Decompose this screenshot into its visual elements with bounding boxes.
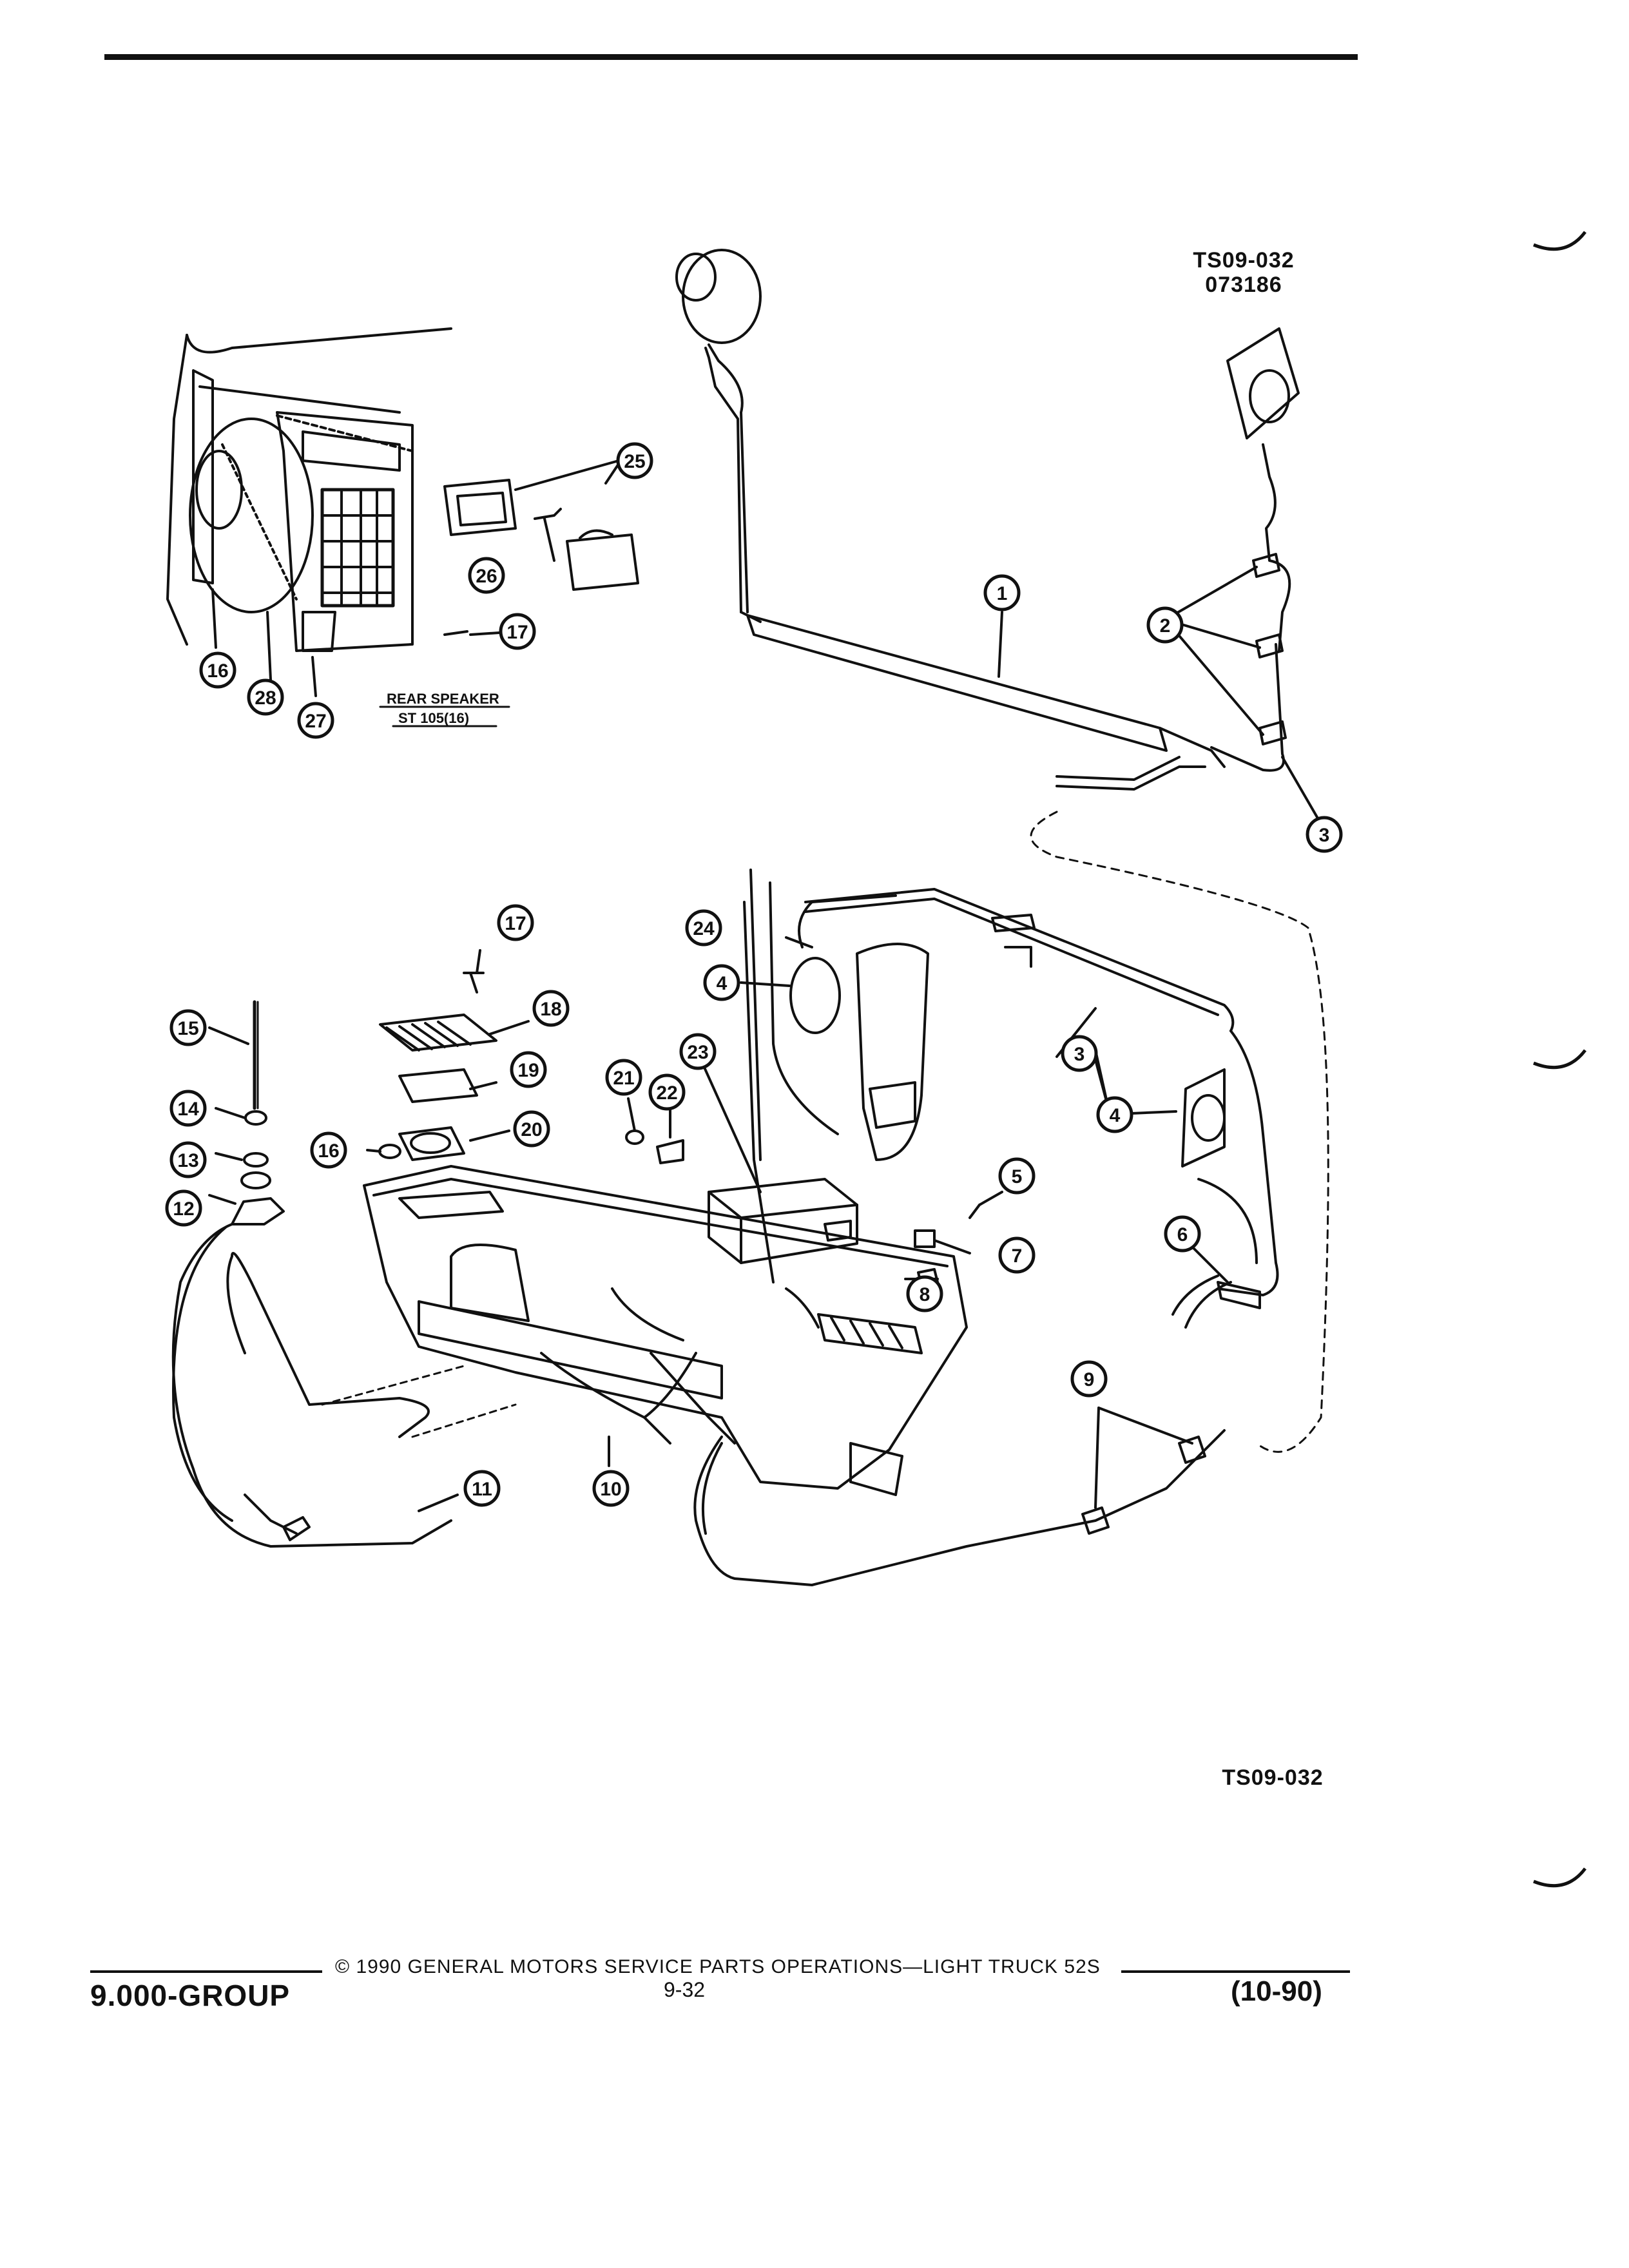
callout-23: 23 bbox=[679, 1033, 717, 1070]
callout-28: 28 bbox=[247, 678, 284, 716]
callout-18: 18 bbox=[532, 990, 570, 1027]
callout-15: 15 bbox=[169, 1009, 207, 1046]
svg-text:4: 4 bbox=[1110, 1105, 1121, 1126]
callout-11: 11 bbox=[463, 1470, 501, 1507]
callout-24: 24 bbox=[685, 909, 722, 947]
svg-text:23: 23 bbox=[687, 1042, 708, 1063]
svg-text:10: 10 bbox=[600, 1479, 621, 1500]
svg-text:16: 16 bbox=[207, 660, 228, 682]
svg-text:7: 7 bbox=[1012, 1245, 1023, 1267]
figure-reference-bottom: TS09-032 bbox=[1222, 1765, 1324, 1790]
callout-25: 25 bbox=[616, 442, 653, 479]
callout-27: 27 bbox=[297, 702, 334, 739]
callout-16: 16 bbox=[199, 651, 236, 689]
svg-text:21: 21 bbox=[613, 1068, 634, 1089]
binder-marks bbox=[1533, 231, 1586, 1888]
callout-4: 4 bbox=[703, 964, 740, 1001]
svg-text:19: 19 bbox=[517, 1060, 539, 1081]
roof-harness bbox=[675, 249, 1329, 1453]
svg-text:3: 3 bbox=[1074, 1044, 1085, 1065]
svg-text:26: 26 bbox=[476, 566, 497, 587]
svg-text:16: 16 bbox=[318, 1140, 339, 1162]
footer-date: (10-90) bbox=[1231, 1975, 1322, 2007]
callout-20: 20 bbox=[513, 1110, 550, 1148]
callout-5: 5 bbox=[998, 1157, 1036, 1195]
callout-1: 1 bbox=[983, 574, 1021, 611]
figure-reference-top: TS09-032 073186 bbox=[1166, 248, 1321, 297]
callout-19: 19 bbox=[510, 1051, 547, 1088]
svg-text:6: 6 bbox=[1177, 1224, 1188, 1245]
svg-text:4: 4 bbox=[717, 973, 728, 994]
svg-text:8: 8 bbox=[920, 1284, 930, 1305]
svg-text:25: 25 bbox=[624, 451, 645, 472]
callout-markers: 1 2 3 3 4 4 5 6 7 8 9 10 11 12 13 14 15 … bbox=[165, 442, 1343, 1507]
svg-text:5: 5 bbox=[1012, 1166, 1023, 1187]
svg-text:2: 2 bbox=[1160, 615, 1171, 637]
svg-text:9: 9 bbox=[1084, 1369, 1095, 1390]
svg-text:18: 18 bbox=[540, 999, 561, 1020]
svg-text:28: 28 bbox=[255, 687, 276, 709]
top-rule bbox=[104, 54, 1358, 60]
antenna-assembly bbox=[171, 1000, 517, 1548]
svg-text:1: 1 bbox=[997, 583, 1008, 604]
callout-10: 10 bbox=[592, 1470, 630, 1507]
svg-text:20: 20 bbox=[521, 1119, 542, 1140]
footer-copyright: © 1990 GENERAL MOTORS SERVICE PARTS OPER… bbox=[335, 1956, 1101, 1977]
callout-22: 22 bbox=[648, 1073, 686, 1111]
svg-text:14: 14 bbox=[177, 1099, 199, 1120]
callout-2: 2 bbox=[1146, 606, 1184, 644]
footer-rule-left bbox=[90, 1970, 322, 1973]
svg-text:13: 13 bbox=[177, 1150, 198, 1171]
svg-text:12: 12 bbox=[173, 1198, 194, 1220]
callout-16: 16 bbox=[310, 1131, 347, 1169]
svg-text:17: 17 bbox=[505, 913, 526, 934]
callout-12: 12 bbox=[165, 1189, 202, 1227]
rear-speaker-title: REAR SPEAKER bbox=[387, 691, 499, 707]
svg-text:22: 22 bbox=[656, 1082, 677, 1104]
svg-text:17: 17 bbox=[506, 622, 528, 643]
lower-harness bbox=[693, 1407, 1226, 1586]
figure-code: TS09-032 bbox=[1193, 248, 1295, 273]
callout-17: 17 bbox=[497, 904, 534, 941]
callout-6: 6 bbox=[1164, 1215, 1201, 1253]
callout-26: 26 bbox=[468, 557, 505, 594]
callout-17: 17 bbox=[499, 613, 536, 650]
svg-text:27: 27 bbox=[305, 711, 326, 732]
svg-text:24: 24 bbox=[693, 918, 715, 939]
svg-text:15: 15 bbox=[177, 1018, 198, 1039]
door-speaker-harness bbox=[740, 869, 1279, 1329]
callout-9: 9 bbox=[1070, 1360, 1108, 1398]
callout-3: 3 bbox=[1306, 816, 1343, 853]
instrument-panel bbox=[363, 949, 1003, 1496]
callout-7: 7 bbox=[998, 1236, 1036, 1274]
figure-number: 073186 bbox=[1205, 273, 1282, 297]
footer-group: 9.000-GROUP bbox=[90, 1979, 291, 2012]
callout-4: 4 bbox=[1096, 1096, 1133, 1133]
svg-text:3: 3 bbox=[1319, 825, 1330, 846]
footer-page-number: 9-32 bbox=[664, 1978, 706, 2001]
footer-rule-right bbox=[1121, 1970, 1350, 1973]
svg-text:11: 11 bbox=[472, 1479, 492, 1500]
callout-14: 14 bbox=[169, 1090, 207, 1127]
callout-3: 3 bbox=[1061, 1035, 1098, 1072]
callout-8: 8 bbox=[906, 1275, 943, 1312]
rear-speaker-ref: ST 105(16) bbox=[398, 710, 469, 726]
callout-13: 13 bbox=[169, 1141, 207, 1178]
rear-speaker-assembly bbox=[166, 327, 639, 727]
callout-21: 21 bbox=[605, 1059, 642, 1096]
